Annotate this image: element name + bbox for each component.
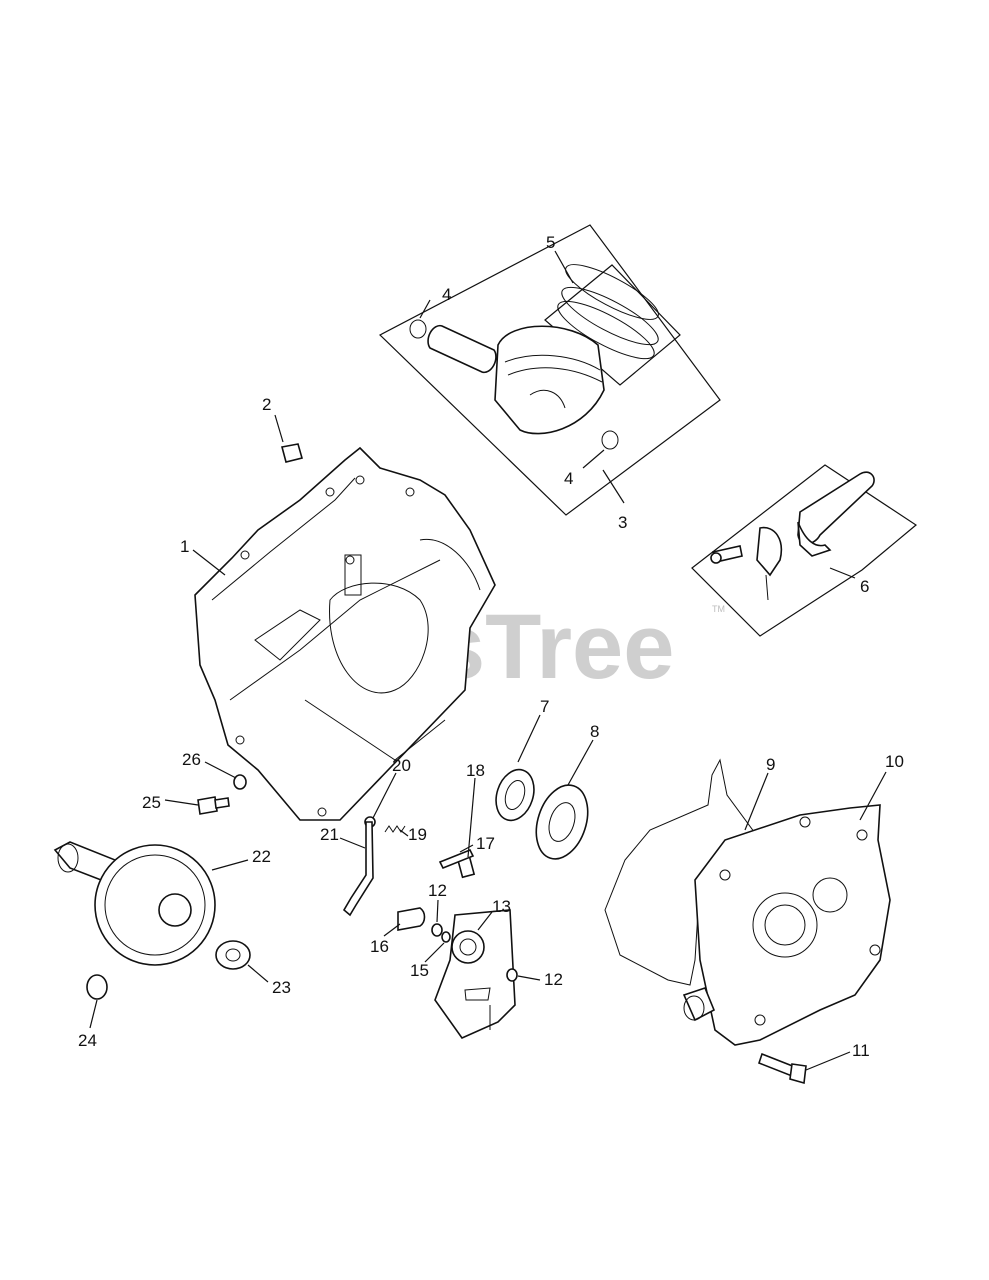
callout-1: 1 xyxy=(180,537,189,556)
dipstick-tube xyxy=(342,821,374,917)
callout-4-lower: 4 xyxy=(564,469,573,488)
callout-3: 3 xyxy=(618,513,627,532)
callout-10: 10 xyxy=(885,752,904,771)
callout-4-upper: 4 xyxy=(442,285,451,304)
washer xyxy=(215,940,251,970)
callout-24: 24 xyxy=(78,1031,97,1050)
snap-ring xyxy=(86,974,108,1000)
callout-12-upper: 12 xyxy=(428,881,447,900)
drain-bolt xyxy=(197,796,230,815)
callout-5: 5 xyxy=(546,233,555,252)
callout-11: 11 xyxy=(852,1041,870,1060)
callout-16: 16 xyxy=(370,937,389,956)
callout-26: 26 xyxy=(182,750,201,769)
crankcase xyxy=(194,446,496,821)
callout-23: 23 xyxy=(272,978,291,997)
callout-21: 21 xyxy=(320,825,339,844)
callout-17: 17 xyxy=(476,834,495,853)
drain-washer xyxy=(233,774,247,790)
callout-25: 25 xyxy=(142,793,161,812)
callout-8: 8 xyxy=(590,722,599,741)
watermark-trademark: TM xyxy=(712,604,725,614)
callout-6: 6 xyxy=(860,577,869,596)
connecting-rod-group xyxy=(691,464,918,637)
callout-labels: 1 2 3 4 4 5 6 7 8 9 10 11 12 12 13 15 16… xyxy=(78,233,904,1060)
governor-shaft xyxy=(397,907,426,931)
leader-lines xyxy=(89,250,887,1071)
piston-kit-group xyxy=(378,224,721,516)
callout-9: 9 xyxy=(766,755,775,774)
callout-12-lower: 12 xyxy=(544,970,563,989)
shaft-pin xyxy=(438,848,475,870)
governor-washer xyxy=(441,931,451,943)
retainer-clip-upper xyxy=(431,923,443,937)
oil-seal-and-bearing xyxy=(495,768,589,860)
cover-bolt xyxy=(758,1052,807,1085)
callout-22: 22 xyxy=(252,847,271,866)
camshaft-gear xyxy=(53,841,216,966)
callout-2: 2 xyxy=(262,395,271,414)
callout-20: 20 xyxy=(392,756,411,775)
callout-18: 18 xyxy=(466,761,485,780)
callout-19: 19 xyxy=(408,825,427,844)
nut xyxy=(281,443,303,463)
callout-7: 7 xyxy=(540,697,549,716)
retainer-clip-lower xyxy=(506,968,518,982)
callout-13: 13 xyxy=(492,897,511,916)
callout-15: 15 xyxy=(410,961,429,980)
governor-assembly xyxy=(434,909,516,1039)
crankcase-cover-group xyxy=(604,758,891,1046)
